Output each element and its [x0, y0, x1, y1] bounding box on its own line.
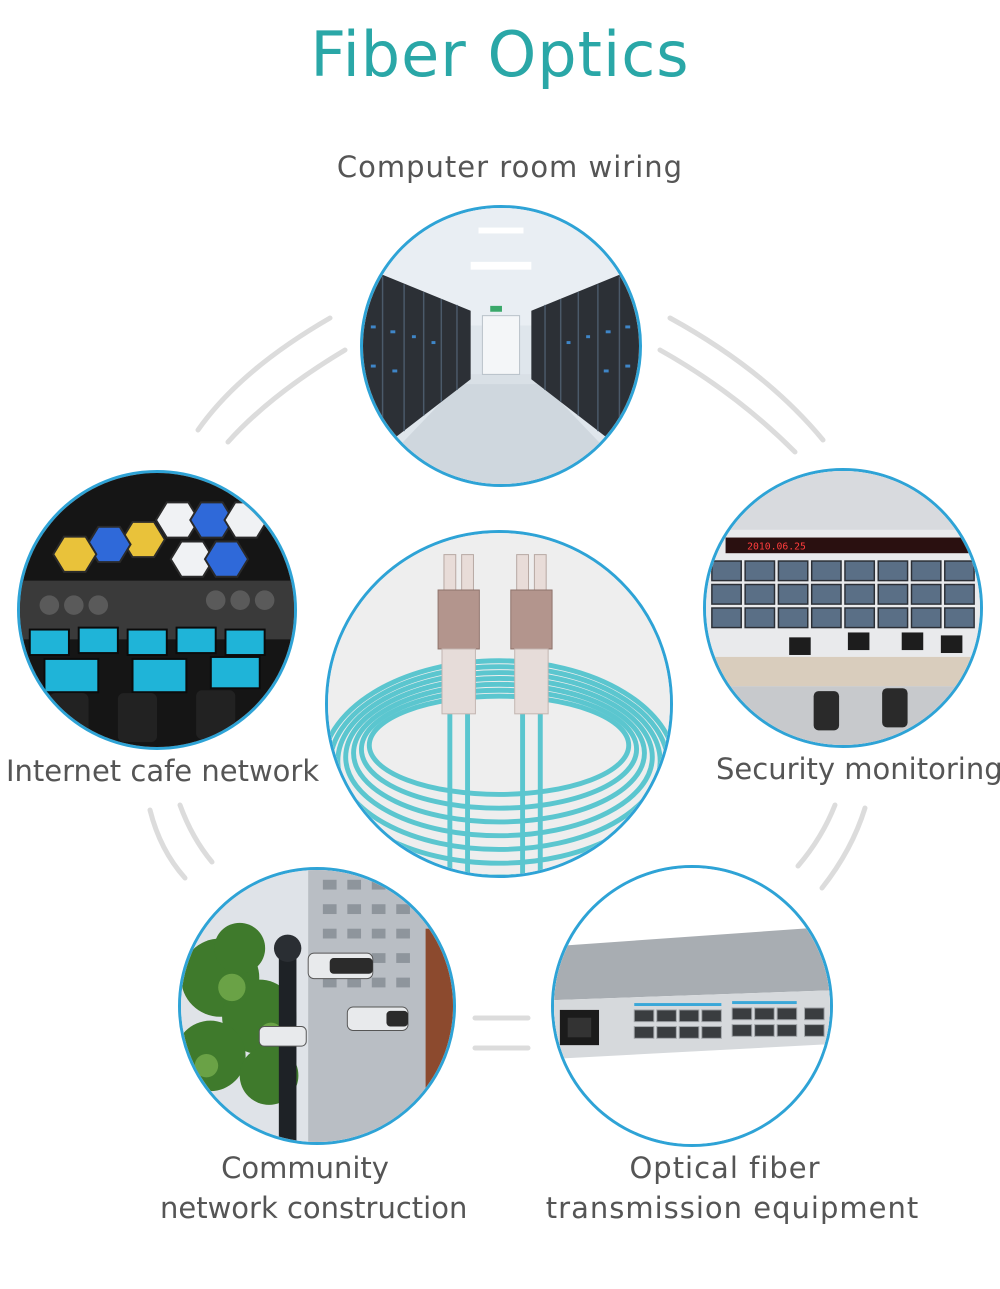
optical-switch-illustration — [554, 868, 830, 1144]
arc-top-left-inner — [225, 347, 348, 445]
label-internet-cafe: Internet cafe network — [6, 754, 320, 788]
arc-top-left-outer — [195, 315, 333, 433]
community-camera-illustration — [181, 870, 453, 1142]
label-community-line1: Community — [221, 1151, 389, 1185]
monitor-wall-date: 2010.06.25 — [747, 541, 806, 552]
lc-connector-left — [437, 554, 480, 715]
label-community-line2: network construction — [160, 1191, 468, 1225]
optical-equipment-image — [551, 865, 833, 1147]
server-room-illustration — [363, 208, 639, 484]
label-optical-line1: Optical fiber — [629, 1151, 821, 1185]
arc-bottom-right-outer — [819, 805, 868, 891]
internet-cafe-image — [17, 470, 297, 750]
arc-top-right-inner — [657, 347, 798, 455]
fiber-cable-illustration — [328, 533, 670, 875]
security-monitoring-image: 2010.06.25 — [703, 468, 983, 748]
arc-bottom-left-inner — [177, 802, 215, 865]
page-title: Fiber Optics — [310, 18, 690, 91]
security-monitoring-illustration: 2010.06.25 — [706, 471, 980, 745]
community-network-image — [178, 867, 456, 1145]
arc-bottom-right-inner — [795, 802, 838, 869]
label-optical-line2: transmission equipment — [545, 1191, 920, 1225]
internet-cafe-illustration — [20, 473, 294, 747]
lc-connector-right — [510, 554, 553, 715]
arc-top-right-outer — [667, 315, 826, 443]
label-computer-room: Computer room wiring — [336, 150, 684, 184]
arc-bottom-left-outer — [147, 807, 188, 881]
label-security-monitoring: Security monitoring — [716, 752, 1000, 786]
computer-room-image — [360, 205, 642, 487]
fiber-cable-image — [325, 530, 673, 878]
